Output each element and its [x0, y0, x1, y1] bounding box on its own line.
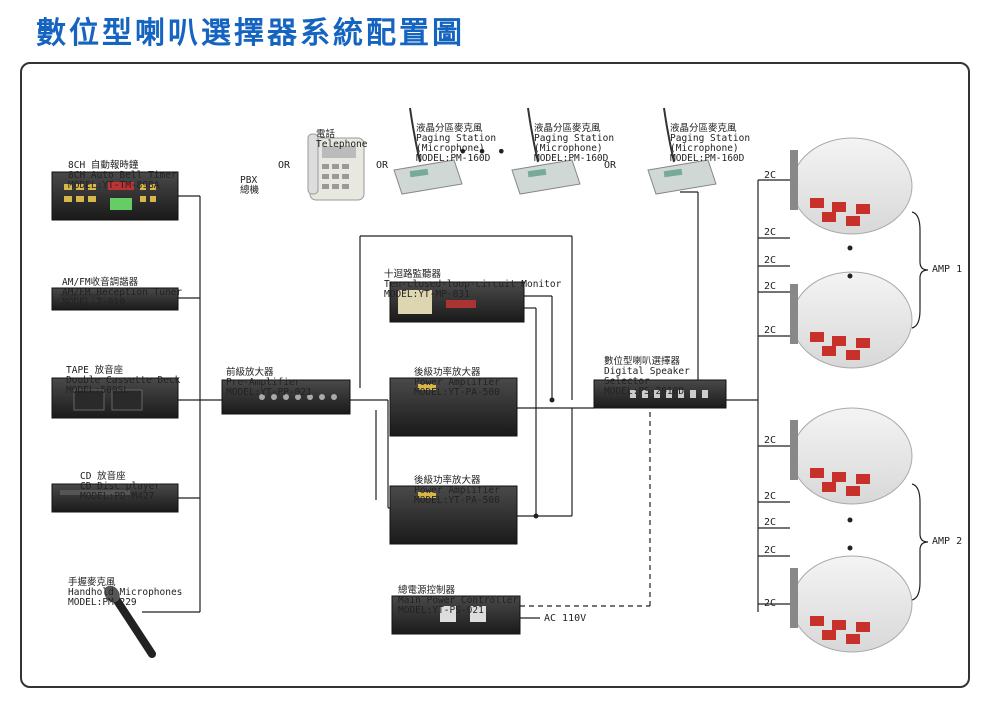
- wire-label-4: 2C: [764, 281, 777, 292]
- or-label-3: OR: [604, 160, 617, 171]
- tuner-device: [51, 287, 179, 311]
- power-amplifier-2-device: [389, 485, 518, 545]
- wire-label-9: 2C: [764, 545, 777, 556]
- cd-player-device: [51, 483, 179, 513]
- bell-timer-device: [51, 171, 179, 221]
- paging-station-1-device: [393, 107, 463, 195]
- classroom-3: [790, 407, 913, 505]
- amp1-label: AMP 1: [932, 264, 963, 275]
- speaker-selector-device: [593, 379, 727, 409]
- wire-label-2: 2C: [764, 227, 777, 238]
- or-label-1: OR: [278, 160, 291, 171]
- diagram-frame: [20, 62, 970, 688]
- junction-dots: [533, 397, 555, 519]
- source-bus-lines: [142, 179, 929, 619]
- classroom-4: [790, 555, 913, 653]
- classroom-1: [790, 137, 913, 235]
- wire-label-8: 2C: [764, 517, 777, 528]
- wire-label-1: 2C: [764, 170, 777, 181]
- or-label-2: OR: [376, 160, 389, 171]
- power-controller-device: [391, 595, 521, 635]
- page-title: 數位型喇叭選擇器系統配置圖: [36, 16, 465, 51]
- power-dashed-lines: [520, 412, 651, 607]
- wire-label-10: 2C: [764, 598, 777, 609]
- ac-voltage-label: AC 110V: [544, 613, 587, 624]
- wire-label-7: 2C: [764, 491, 777, 502]
- wire-label-3: 2C: [764, 255, 777, 266]
- handheld-microphone-device: [104, 585, 156, 658]
- paging-station-2-device: [511, 107, 581, 195]
- paging-station-3-device: [647, 107, 717, 195]
- preamp-device: [221, 379, 351, 415]
- classroom-2: [790, 271, 913, 369]
- wire-label-5: 2C: [764, 325, 777, 336]
- power-amplifier-1-device: [389, 377, 518, 437]
- wire-label-6: 2C: [764, 435, 777, 446]
- cassette-deck-device: [51, 377, 179, 419]
- amp2-label: AMP 2: [932, 536, 963, 547]
- paging-ellipsis: • • •: [458, 142, 507, 161]
- ellipsis-dots: [847, 245, 853, 551]
- telephone-device: [307, 133, 365, 201]
- monitor-device: [389, 281, 525, 323]
